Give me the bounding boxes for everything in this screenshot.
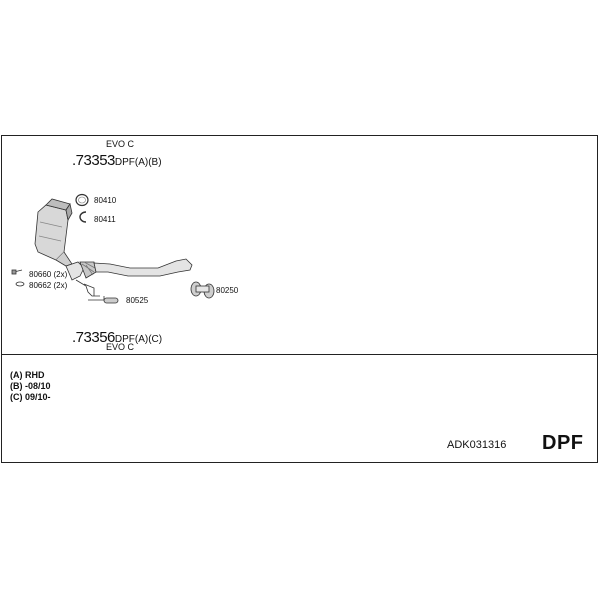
dpf-canister	[34, 198, 73, 267]
label-80662: 80662 (2x)	[29, 281, 68, 290]
label-80525: 80525	[126, 296, 149, 305]
variant-bottom-prefix: .	[72, 329, 76, 346]
bolt-80660-icon	[11, 269, 23, 275]
label-80410: 80410	[94, 196, 117, 205]
note-a: (A) RHD	[10, 370, 45, 380]
variant-top-prefix: .	[72, 152, 76, 169]
variant-top-part-number: 73353	[75, 152, 116, 169]
gasket-80525-icon	[103, 297, 119, 304]
section-divider	[1, 354, 598, 355]
note-b: (B) -08/10	[10, 381, 51, 391]
hanger-80250-icon	[190, 281, 215, 299]
variant-top-suffix: DPF(A)(B)	[114, 157, 162, 168]
variant-bottom-note: EVO C	[106, 342, 135, 352]
note-c: (C) 09/10-	[10, 392, 51, 402]
label-80411: 80411	[94, 215, 116, 224]
variant-bottom-suffix: DPF(A)(C)	[114, 334, 163, 345]
label-80660: 80660 (2x)	[29, 270, 68, 279]
exhaust-pipe	[65, 258, 193, 301]
variant-top-note: EVO C	[106, 139, 135, 149]
variant-top-label: .73353DPF(A)(B)	[72, 153, 162, 169]
washer-80662-icon	[15, 281, 25, 287]
category-label: DPF	[542, 432, 584, 454]
variant-bottom-label: .73356DPF(A)(C)	[72, 330, 162, 346]
variant-bottom-part-number: 73356	[75, 329, 116, 346]
clamp-80411-icon	[79, 211, 87, 223]
kit-code: ADK031316	[447, 439, 507, 451]
clamp-80410-icon	[75, 193, 89, 207]
diagram-frame	[1, 135, 598, 463]
notes-list: (A) RHD (B) -08/10 (C) 09/10-	[10, 370, 51, 403]
label-80250: 80250	[216, 286, 239, 295]
